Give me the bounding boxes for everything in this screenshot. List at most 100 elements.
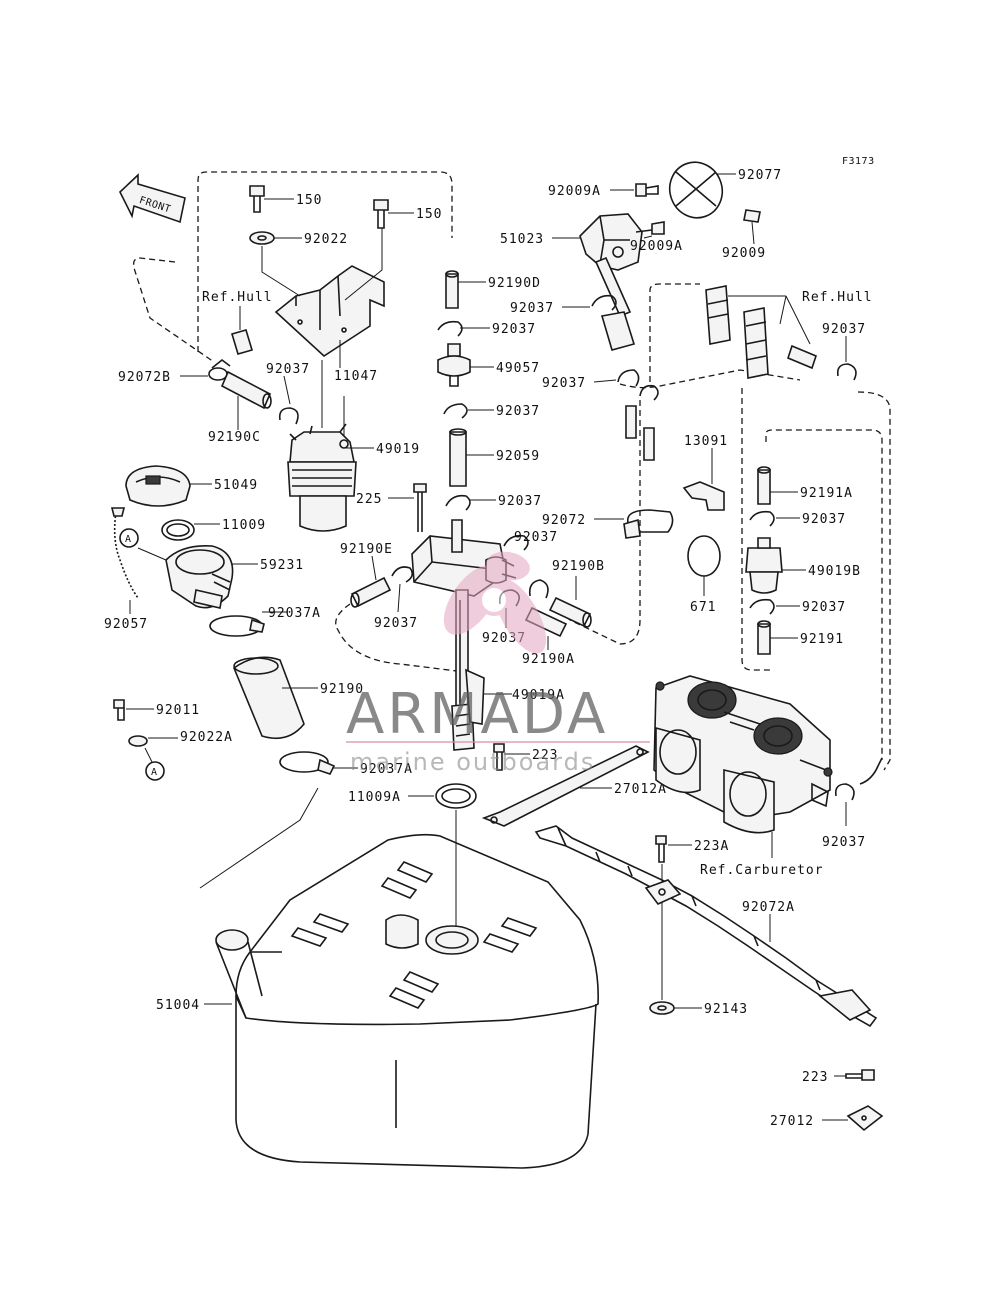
- label-ref-hull-left: Ref.Hull: [202, 290, 273, 305]
- label-51049: 51049: [214, 478, 258, 493]
- clip-92037-r12: [749, 598, 775, 615]
- hose-92190D: [445, 270, 459, 309]
- label-92037A-upper: 92037A: [268, 606, 321, 621]
- label-13091: 13091: [684, 434, 728, 449]
- callout-a-top-label: A: [125, 534, 132, 545]
- front-arrow: FRONT: [119, 173, 186, 224]
- label-59231: 59231: [260, 558, 304, 573]
- hull-clip-left: [231, 329, 253, 355]
- watermark-logo-propeller: [443, 551, 547, 654]
- fuel-hose-route-right: [559, 400, 641, 645]
- watermark: ARMADA marine outboards: [346, 551, 650, 776]
- fuel-hose-route-far-right-2: [765, 429, 883, 760]
- label-92037-right-top: 92037: [822, 322, 866, 337]
- clip-92037-c4: [503, 534, 529, 551]
- label-92022A: 92022A: [180, 730, 233, 745]
- bolt-92009A-top: [635, 183, 659, 197]
- label-92072: 92072: [542, 513, 586, 528]
- hose-92191A: [757, 466, 771, 505]
- bolt-92011: [113, 699, 125, 721]
- fuel-hose-route-vent: [857, 391, 891, 771]
- fuel-hose-route-outer: [132, 257, 215, 363]
- fuel-hose-route-mid: [649, 283, 700, 382]
- label-51004: 51004: [156, 998, 200, 1013]
- watermark-tagline: marine outboards: [350, 748, 595, 776]
- label-150-b: 150: [416, 207, 442, 222]
- screw-92009: [743, 209, 761, 223]
- clamp-92037A-upper: [209, 615, 265, 637]
- label-92190B: 92190B: [552, 559, 605, 574]
- label-27012A: 27012A: [614, 782, 667, 797]
- clip-92037-left: [278, 407, 299, 425]
- label-92037-c5: 92037: [374, 616, 418, 631]
- clip-92037-pump-2: [617, 369, 640, 387]
- label-92037-r11: 92037: [802, 512, 846, 527]
- label-92037-pump-2: 92037: [542, 376, 586, 391]
- bracket-27012: [846, 1105, 884, 1132]
- diaphragm-92077: [668, 161, 724, 219]
- label-223A: 223A: [694, 839, 729, 854]
- label-ref-hull-right: Ref.Hull: [802, 290, 873, 305]
- label-92190E: 92190E: [340, 542, 393, 557]
- label-92077: 92077: [738, 168, 782, 183]
- label-27012: 27012: [770, 1114, 814, 1129]
- screw-223A: [655, 835, 667, 863]
- label-92037-r13: 92037: [822, 835, 866, 850]
- hose-92190C: [220, 370, 272, 410]
- label-92072A: 92072A: [742, 900, 795, 915]
- label-92037-pump: 92037: [510, 301, 554, 316]
- label-150-a: 150: [296, 193, 322, 208]
- fuel-hose-route-bottom: [335, 603, 472, 673]
- fuel-hose-route-left: [197, 171, 453, 352]
- label-671: 671: [690, 600, 716, 615]
- clip-13091: [682, 481, 725, 511]
- label-92037-c2: 92037: [496, 404, 540, 419]
- label-92037-c3: 92037: [498, 494, 542, 509]
- hose-92190E: [350, 576, 392, 608]
- screw-225: [413, 483, 427, 532]
- fuel-filter-49019: [287, 423, 357, 532]
- label-11009A: 11009A: [348, 790, 401, 805]
- washer-92143: [649, 1001, 675, 1015]
- label-92009: 92009: [722, 246, 766, 261]
- oring-11009A: [435, 783, 477, 809]
- label-49019A: 49019A: [512, 688, 565, 703]
- strap-27012A: [481, 745, 650, 827]
- hose-92190B: [548, 596, 592, 628]
- clip-92037-c1: [437, 320, 463, 337]
- hose-92059: [449, 428, 467, 487]
- label-51023: 51023: [500, 232, 544, 247]
- bolt-150-b: [373, 199, 389, 229]
- label-92190D: 92190D: [488, 276, 541, 291]
- label-49019: 49019: [376, 442, 420, 457]
- label-225: 225: [356, 492, 382, 507]
- clip-92037-r11: [749, 510, 775, 527]
- screw-223-center: [493, 743, 505, 771]
- fuel-tank-51004: [215, 833, 599, 1169]
- callout-a-bottom: [145, 761, 165, 781]
- clip-92037-c3: [445, 494, 471, 511]
- label-92190A: 92190A: [522, 652, 575, 667]
- label-92037-c4: 92037: [514, 530, 558, 545]
- label-92190: 92190: [320, 682, 364, 697]
- fuel-hose-route-far-right: [741, 388, 770, 671]
- oring-671: [687, 535, 721, 577]
- filler-cap-51049: [125, 465, 191, 507]
- check-valve-49057: [437, 343, 471, 387]
- label-92037A-lower: 92037A: [360, 762, 413, 777]
- label-ref-carburetor: Ref.Carburetor: [700, 863, 824, 878]
- strap-92072A: [534, 825, 878, 1028]
- washer-92022A: [128, 735, 148, 747]
- label-92059: 92059: [496, 449, 540, 464]
- callout-a-bottom-label: A: [151, 767, 158, 778]
- label-49019B: 49019B: [808, 564, 861, 579]
- carburetor-assembly: [653, 675, 833, 834]
- clip-92037-c6b: [528, 579, 549, 599]
- label-92037-c1: 92037: [492, 322, 536, 337]
- label-92009A-mid: 92009A: [630, 239, 683, 254]
- label-92037-r12: 92037: [802, 600, 846, 615]
- clip-92037-r13: [834, 783, 855, 801]
- hose-92190: [233, 656, 305, 740]
- clip-92037-pump: [591, 294, 617, 311]
